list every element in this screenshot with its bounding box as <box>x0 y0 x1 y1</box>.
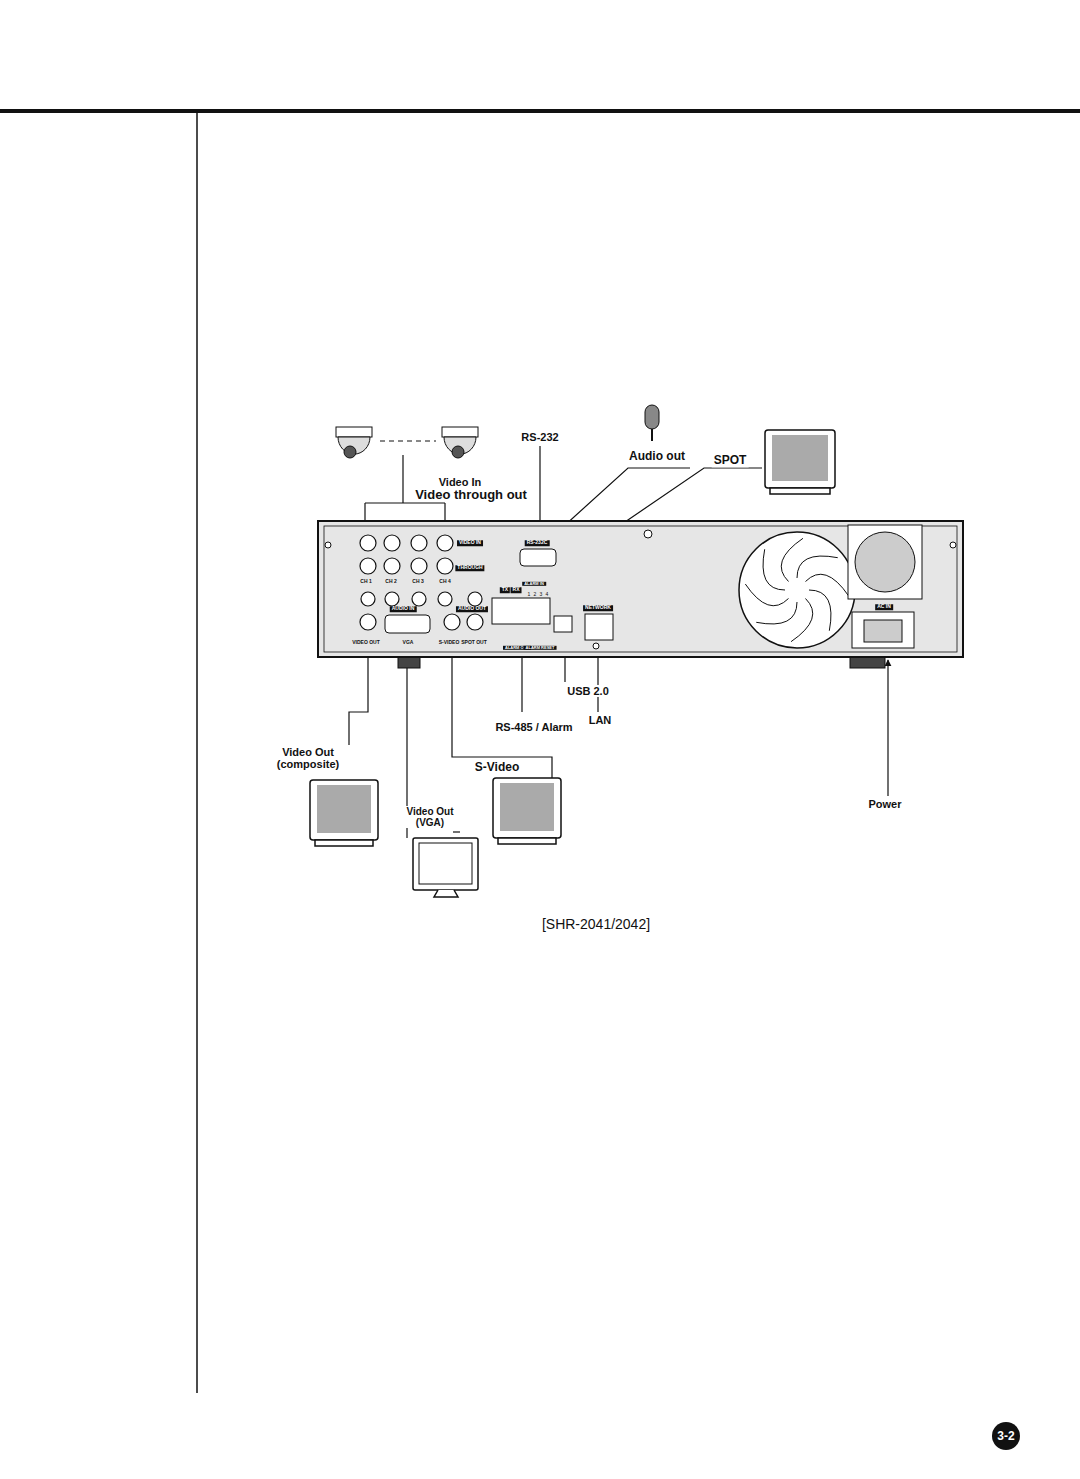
panel-label: CH 4 <box>439 579 450 585</box>
panel-label: AUDIO IN <box>390 606 417 612</box>
connector-jack <box>384 558 400 574</box>
header-rule <box>0 109 1080 113</box>
panel-label: ALARM IN <box>522 582 546 586</box>
connector-jack <box>438 592 452 606</box>
figure-caption: [SHR-2041/2042] <box>542 917 650 932</box>
connector-jack <box>444 614 460 630</box>
connector-jack <box>360 558 376 574</box>
fan-blade <box>791 598 813 641</box>
fan-blade <box>781 538 803 581</box>
panel-label: NETWORK <box>583 605 613 611</box>
callout-label: Video Out (VGA) <box>397 806 463 828</box>
fan-blade <box>805 574 848 596</box>
callout-label: Power <box>866 798 903 810</box>
margin-rule <box>196 111 198 1393</box>
panel-label: 4 <box>546 592 549 598</box>
panel-label: VIDEO OUT <box>352 640 380 646</box>
connector-jack <box>411 558 427 574</box>
callout-label: USB 2.0 <box>565 685 611 697</box>
callout-label: RS-232 <box>519 431 560 443</box>
connector-jack <box>411 535 427 551</box>
panel-label: TX <box>500 587 510 593</box>
callout-label: Video Out (composite) <box>266 746 350 770</box>
fan-blade <box>745 584 788 606</box>
connector-jack <box>360 535 376 551</box>
connector-jack <box>437 535 453 551</box>
panel-label: CH 3 <box>412 579 423 585</box>
callout-label: Video through out <box>413 488 529 502</box>
connector-jack <box>361 592 375 606</box>
panel-label: VIDEO IN <box>457 540 483 546</box>
panel-label: ALARM RESET <box>524 646 557 650</box>
connector-jack <box>467 614 483 630</box>
callout-label: Video In <box>437 476 484 488</box>
callout-label: LAN <box>587 714 614 726</box>
callout-label: SPOT <box>712 454 749 467</box>
camera-dash <box>380 441 436 442</box>
page-number-disc: 3-2 <box>992 1422 1020 1450</box>
panel-label: SPOT OUT <box>461 640 487 646</box>
panel-label: 2 <box>534 592 537 598</box>
panel-label: S-VIDEO <box>439 640 460 646</box>
callout-label: Audio out <box>627 450 687 463</box>
connector-jack <box>437 558 453 574</box>
panel-label: RS-232C <box>525 540 550 546</box>
page-number: 3-2 <box>997 1429 1014 1443</box>
dvr-rear-panel <box>318 521 963 668</box>
connector-jack <box>412 592 426 606</box>
connector-jack <box>384 535 400 551</box>
connector-jack <box>360 614 376 630</box>
panel-label: THROUGH <box>455 565 484 571</box>
panel-label: CH 1 <box>360 579 371 585</box>
panel-label: 3 <box>540 592 543 598</box>
connector-jack <box>385 592 399 606</box>
dome-camera <box>336 427 478 458</box>
callout-label: S-Video <box>473 761 521 774</box>
panel-label: 1 <box>528 592 531 598</box>
panel-label: RX <box>511 587 522 593</box>
panel-label: VGA <box>403 640 414 646</box>
connector-jack <box>468 592 482 606</box>
panel-label: AC IN <box>875 604 893 610</box>
monitor <box>310 430 835 897</box>
microphone <box>645 405 659 441</box>
callout-label: RS-485 / Alarm <box>493 721 574 733</box>
panel-label: CH 2 <box>385 579 396 585</box>
panel-label: AUDIO OUT <box>456 606 488 612</box>
